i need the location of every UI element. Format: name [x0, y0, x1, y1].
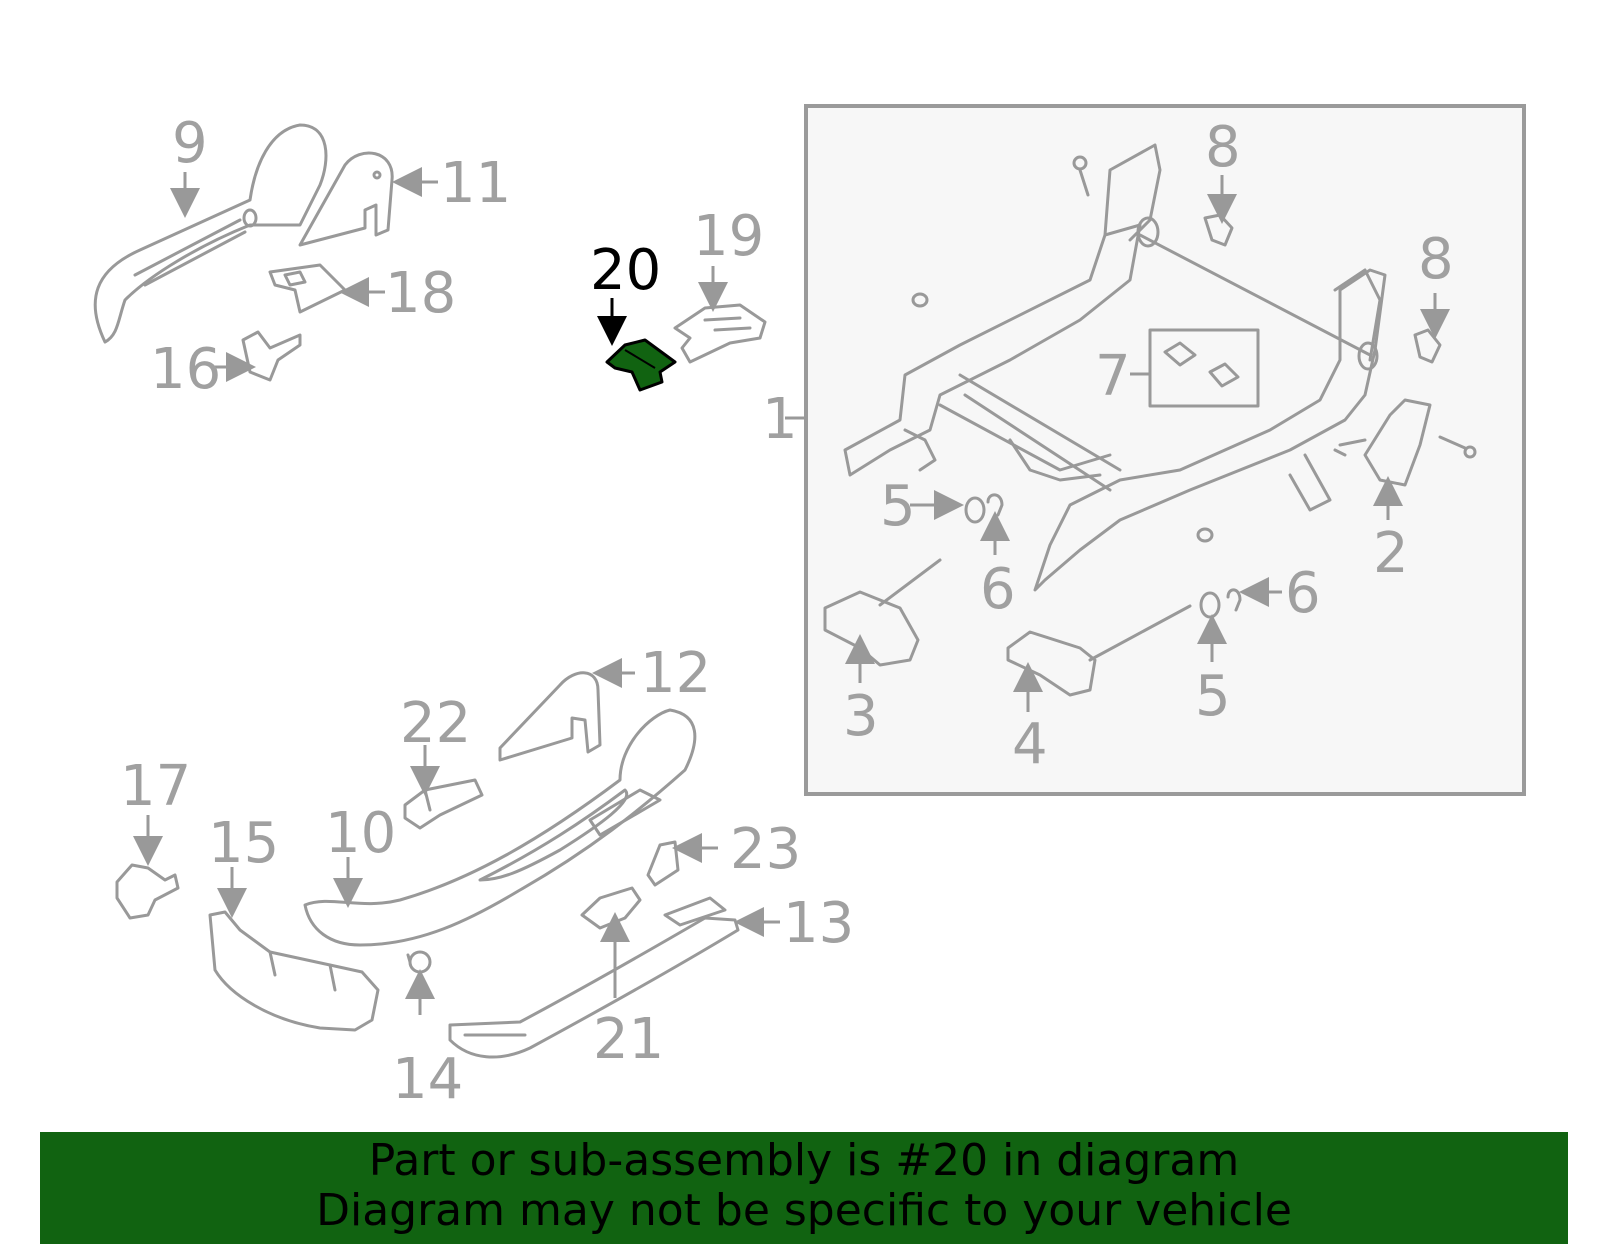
part-6-clip-left[interactable] [986, 493, 1004, 517]
part-9-shape[interactable] [93, 123, 328, 344]
callout-16[interactable]: 16 [150, 337, 221, 402]
part-5-washer-left[interactable] [964, 496, 986, 524]
part-23-shape[interactable] [646, 840, 680, 887]
seat-frame-inset-box [804, 104, 1526, 796]
callout-11[interactable]: 11 [440, 151, 511, 216]
callout-1[interactable]: 1 [762, 387, 798, 452]
bolt-right [1438, 435, 1477, 459]
callout-23[interactable]: 23 [730, 817, 801, 882]
part-20-shape[interactable] [605, 338, 677, 392]
callout-7[interactable]: 7 [1095, 344, 1131, 409]
part-3-motor[interactable] [823, 558, 942, 667]
callout-14[interactable]: 14 [392, 1047, 463, 1112]
footer-banner: Part or sub-assembly is #20 in diagram D… [40, 1132, 1568, 1244]
part-17-shape[interactable] [115, 863, 180, 920]
callout-20[interactable]: 20 [590, 238, 661, 303]
callout-22[interactable]: 22 [400, 691, 471, 756]
callout-13[interactable]: 13 [783, 891, 854, 956]
callout-8-right[interactable]: 8 [1418, 227, 1454, 292]
part-19-shape[interactable] [673, 303, 767, 364]
callout-6-right[interactable]: 6 [1285, 561, 1321, 626]
footer-line-1: Part or sub-assembly is #20 in diagram [368, 1135, 1240, 1186]
callout-10[interactable]: 10 [325, 801, 396, 866]
part-11-shape[interactable] [298, 151, 394, 247]
part-16-shape[interactable] [241, 330, 302, 382]
bolt-upper [1072, 155, 1090, 197]
part-18-shape[interactable] [268, 263, 347, 314]
part-1-seat-frame[interactable] [843, 143, 1387, 592]
callout-15[interactable]: 15 [208, 811, 279, 876]
callout-5-right[interactable]: 5 [1195, 664, 1231, 729]
callout-21[interactable]: 21 [593, 1007, 664, 1072]
nut-small-upper [911, 292, 929, 308]
callout-8-upper[interactable]: 8 [1205, 115, 1241, 180]
callout-3[interactable]: 3 [843, 684, 879, 749]
part-22-shape[interactable] [403, 778, 484, 830]
part-15-shape[interactable] [208, 910, 380, 1032]
callout-12[interactable]: 12 [640, 641, 711, 706]
callout-2[interactable]: 2 [1373, 521, 1409, 586]
part-10-shape[interactable] [303, 708, 697, 947]
footer-line-2: Diagram may not be specific to your vehi… [316, 1185, 1292, 1236]
nut-small-lower [1196, 527, 1214, 543]
callout-6-left[interactable]: 6 [980, 557, 1016, 622]
part-12-shape[interactable] [498, 671, 602, 762]
part-21-shape[interactable] [580, 886, 642, 930]
part-13-shape[interactable] [448, 896, 740, 1059]
callout-19[interactable]: 19 [693, 204, 764, 269]
leader-lines [133, 167, 1450, 1015]
callout-9[interactable]: 9 [172, 111, 208, 176]
callout-4[interactable]: 4 [1012, 712, 1048, 777]
callout-17[interactable]: 17 [120, 754, 191, 819]
part-7-shape[interactable] [1148, 328, 1260, 408]
callout-5-left[interactable]: 5 [880, 474, 916, 539]
callout-18[interactable]: 18 [385, 261, 456, 326]
